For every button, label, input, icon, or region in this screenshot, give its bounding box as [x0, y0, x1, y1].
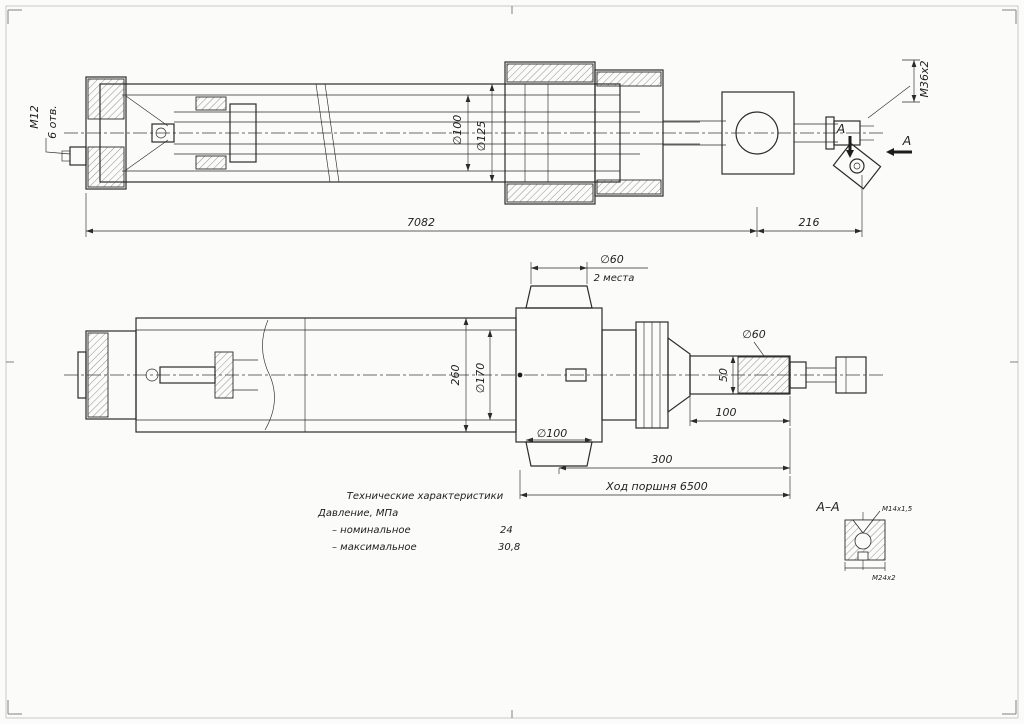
- label-m12: М12: [28, 105, 41, 129]
- dimension-stroke-6500: Ход поршня 6500: [519, 470, 791, 499]
- dimension-overall-7082: 7082: [85, 193, 758, 237]
- label-boss-dia: ∅60: [600, 253, 624, 266]
- upper-boss: [525, 285, 593, 309]
- specs-nominal-value: 24: [500, 525, 513, 536]
- dimension-260: 260: [449, 318, 469, 432]
- end-nut: [835, 356, 867, 394]
- section-aa-title: А–А: [815, 499, 839, 514]
- label-m24: М24х2: [872, 574, 896, 582]
- specs-pressure: Давление, МПа: [317, 508, 398, 519]
- dimension-rod-dia-60: ∅60: [742, 328, 766, 357]
- section-letter-top: А: [836, 121, 846, 136]
- dimension-100: 100: [689, 396, 791, 426]
- dimension-rod-50: 50: [717, 356, 736, 394]
- label-300: 300: [652, 453, 673, 466]
- m12-leader: [45, 138, 71, 155]
- label-50: 50: [717, 368, 730, 382]
- label-dia100-top: ∅100: [451, 115, 464, 146]
- top-view-rod-assembly: [174, 96, 700, 170]
- section-letter-right: А: [902, 133, 912, 148]
- top-view-rod-eye: [663, 91, 882, 190]
- dim-216-label: 216: [799, 216, 820, 229]
- label-m36x2: М36х2: [918, 61, 931, 98]
- specs-max-value: 30,8: [498, 542, 520, 553]
- port-plug: [69, 146, 87, 166]
- top-view-gland: [504, 61, 664, 205]
- specs-title: Технические характеристики: [347, 491, 504, 502]
- dim-7082-label: 7082: [407, 216, 435, 229]
- technical-specs: Технические характеристики Давление, МПа…: [317, 491, 520, 553]
- section-plane-marks: А А: [836, 121, 912, 158]
- label-100: 100: [716, 406, 737, 419]
- label-dia125: ∅125: [475, 121, 488, 152]
- dimension-tail-216: 216: [757, 175, 863, 237]
- dimension-od-125: ∅125: [475, 84, 495, 182]
- section-arrow-right: [886, 148, 894, 156]
- dimension-lower-boss-100: ∅100: [526, 427, 592, 443]
- front-view-shaft: [601, 321, 867, 429]
- label-rod-dia: ∅60: [742, 328, 766, 341]
- specs-max-label: – максимальное: [332, 542, 417, 553]
- clevis-fork: [832, 142, 882, 190]
- label-dia170: ∅170: [474, 363, 487, 394]
- label-stroke: Ход поршня 6500: [605, 480, 708, 493]
- front-view: ∅60 2 места 260 ∅170 50 ∅60 100 ∅100: [64, 253, 886, 499]
- top-view: А А М12 6 отв. ∅100 ∅125 М36х2 7082: [28, 59, 931, 237]
- label-boss-places: 2 места: [594, 273, 635, 284]
- eye-bore: [735, 111, 779, 155]
- label-260: 260: [449, 365, 462, 386]
- lower-boss: [525, 441, 593, 467]
- dimension-300: 300: [558, 428, 791, 474]
- dimension-boss-60: ∅60 2 места: [530, 253, 648, 284]
- label-m14: М14х1,5: [882, 505, 913, 513]
- section-arrow-top: [846, 150, 854, 158]
- label-6-holes: 6 отв.: [46, 105, 59, 139]
- top-view-left-cap: [45, 76, 175, 190]
- dimension-m36: М36х2: [867, 59, 931, 119]
- dimension-bore-100: ∅100: [451, 95, 471, 171]
- sheet-frame: [5, 5, 1019, 719]
- top-view-barrel: [99, 83, 621, 183]
- cutaway-break-line: [262, 319, 275, 431]
- dimension-170: ∅170: [474, 330, 493, 420]
- specs-nominal-label: – номинальное: [332, 525, 411, 536]
- center-mark: [517, 372, 523, 378]
- section-aa-detail: А–А М14х1,5 М24х2: [815, 499, 912, 582]
- label-lower-boss-dia: ∅100: [537, 427, 568, 440]
